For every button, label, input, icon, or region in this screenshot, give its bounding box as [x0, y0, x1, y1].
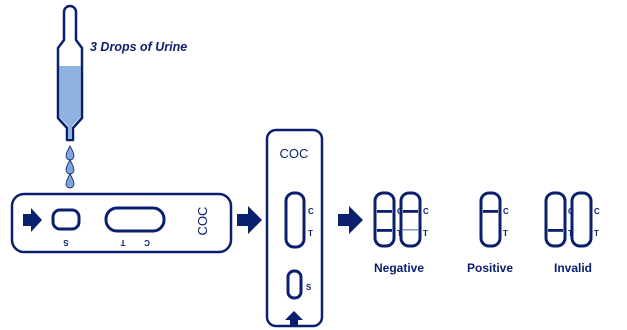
result-invalid: CTCTInvalid — [544, 191, 600, 275]
arrow-right-icon — [23, 208, 42, 232]
result-strip: CT — [570, 191, 600, 248]
arrow-right-icon — [237, 206, 262, 234]
arrow-up-icon — [285, 311, 303, 326]
horizontal-test-cassette: S T C COC — [10, 192, 233, 254]
test-line — [548, 229, 563, 232]
vertical-t-label: T — [308, 229, 313, 238]
control-line — [377, 210, 392, 213]
strip-window — [570, 191, 593, 248]
drops-instruction-label: 3 Drops of Urine — [90, 40, 187, 54]
result-window — [104, 206, 166, 233]
result-label: Positive — [467, 261, 513, 275]
strip-t-label: T — [503, 229, 508, 238]
result-strip: CT — [399, 191, 429, 248]
dropper-icon — [56, 4, 84, 142]
vertical-s-label: S — [306, 283, 312, 292]
sample-well — [286, 269, 303, 300]
horizontal-s-label: S — [63, 238, 69, 247]
result-strip: CT — [373, 191, 403, 248]
sample-well — [51, 208, 81, 231]
vertical-c-label: C — [308, 207, 314, 216]
result-strip: CT — [544, 191, 574, 248]
strip-t-label: T — [423, 229, 428, 238]
strip-c-label: C — [423, 207, 429, 216]
control-line — [483, 210, 498, 213]
result-interpretations: CTCTNegativeCTPositiveCTCTInvalid — [373, 191, 600, 275]
horizontal-drug-label: COC — [195, 207, 210, 236]
strip-window — [399, 191, 422, 248]
strip-window — [373, 191, 396, 248]
strip-t-label: T — [594, 229, 599, 238]
test-line — [403, 229, 418, 231]
horizontal-t-label: T — [120, 238, 125, 247]
result-negative: CTCTNegative — [373, 191, 429, 275]
arrow-right-icon — [338, 206, 363, 234]
result-window — [284, 191, 306, 249]
strip-window — [479, 191, 502, 248]
control-line — [403, 210, 418, 213]
strip-window — [544, 191, 567, 248]
result-strip: CT — [479, 191, 509, 248]
vertical-test-cassette: COC C T S — [265, 128, 324, 328]
result-label: Negative — [374, 261, 424, 275]
test-line — [377, 229, 392, 232]
horizontal-c-label: C — [144, 238, 150, 247]
vertical-drug-label: COC — [280, 146, 309, 161]
strip-c-label: C — [503, 207, 509, 216]
strip-c-label: C — [594, 207, 600, 216]
result-label: Invalid — [554, 261, 592, 275]
urine-drops — [65, 145, 75, 189]
